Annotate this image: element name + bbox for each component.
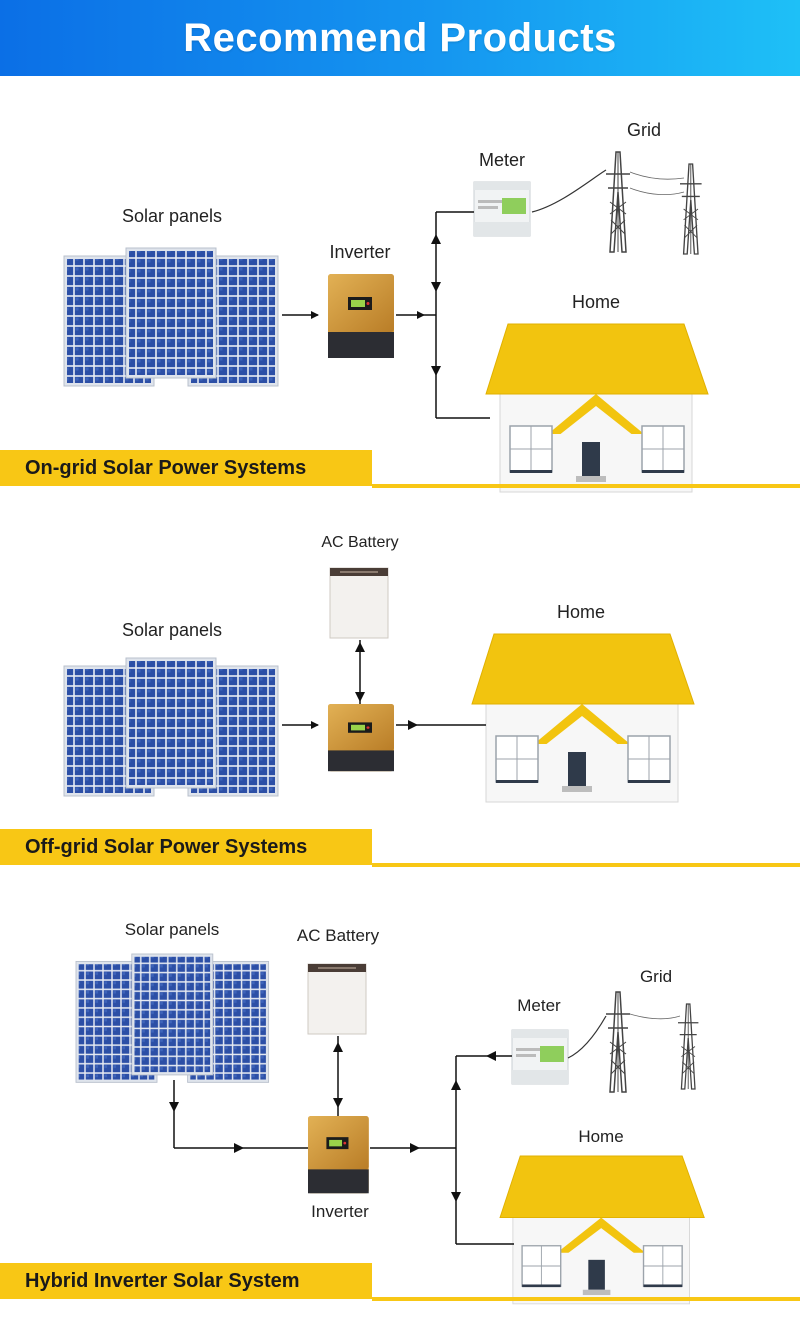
section-off-grid: Off-grid Solar Power Systems [0,829,800,869]
label-home: Home [557,602,605,622]
section-title-bar: Off-grid Solar Power Systems [0,829,372,865]
grid-tower [679,163,703,255]
hybrid-diagram: Solar panels AC Battery Inverter Meter G… [76,920,705,1305]
section-title-bar: Hybrid Inverter Solar System [0,1263,372,1299]
inverter [328,274,394,358]
label-solar-panels: Solar panels [125,920,220,939]
solar-panels [64,658,278,796]
ac-battery [307,963,367,1035]
header-banner: Recommend Products [0,0,800,76]
label-home: Home [572,292,620,312]
meter [511,1029,569,1085]
label-home: Home [578,1127,623,1146]
section-divider [372,1297,800,1301]
label-inverter: Inverter [329,242,390,262]
grid-tower [677,1003,700,1090]
grid-tower [605,151,631,253]
page-title: Recommend Products [183,16,617,60]
section-title: Hybrid Inverter Solar System [25,1270,300,1292]
label-solar-panels: Solar panels [122,620,222,640]
off-grid-diagram: Solar panels AC Battery Home [64,534,695,803]
ac-battery [329,567,389,639]
section-hybrid: Hybrid Inverter Solar System [0,1263,800,1303]
label-grid: Grid [640,967,672,986]
house [471,633,695,803]
section-divider [372,484,800,488]
section-title: On-grid Solar Power Systems [25,457,307,479]
label-meter: Meter [517,996,561,1015]
section-title-bar: On-grid Solar Power Systems [0,450,372,486]
inverter [328,704,394,772]
inverter [308,1116,369,1194]
solar-panels [76,954,269,1082]
label-grid: Grid [627,120,661,140]
label-ac-battery: AC Battery [297,926,380,945]
section-on-grid: On-grid Solar Power Systems [0,450,800,490]
section-divider [372,863,800,867]
grid-tower [605,991,631,1093]
section-title: Off-grid Solar Power Systems [25,836,308,858]
label-solar-panels: Solar panels [122,206,222,226]
on-grid-diagram: Solar panels Inverter Meter Grid Home [64,120,709,493]
solar-panels [64,248,278,386]
label-ac-battery: AC Battery [321,534,398,551]
meter [473,181,531,237]
label-inverter: Inverter [311,1202,369,1221]
label-meter: Meter [479,150,525,170]
